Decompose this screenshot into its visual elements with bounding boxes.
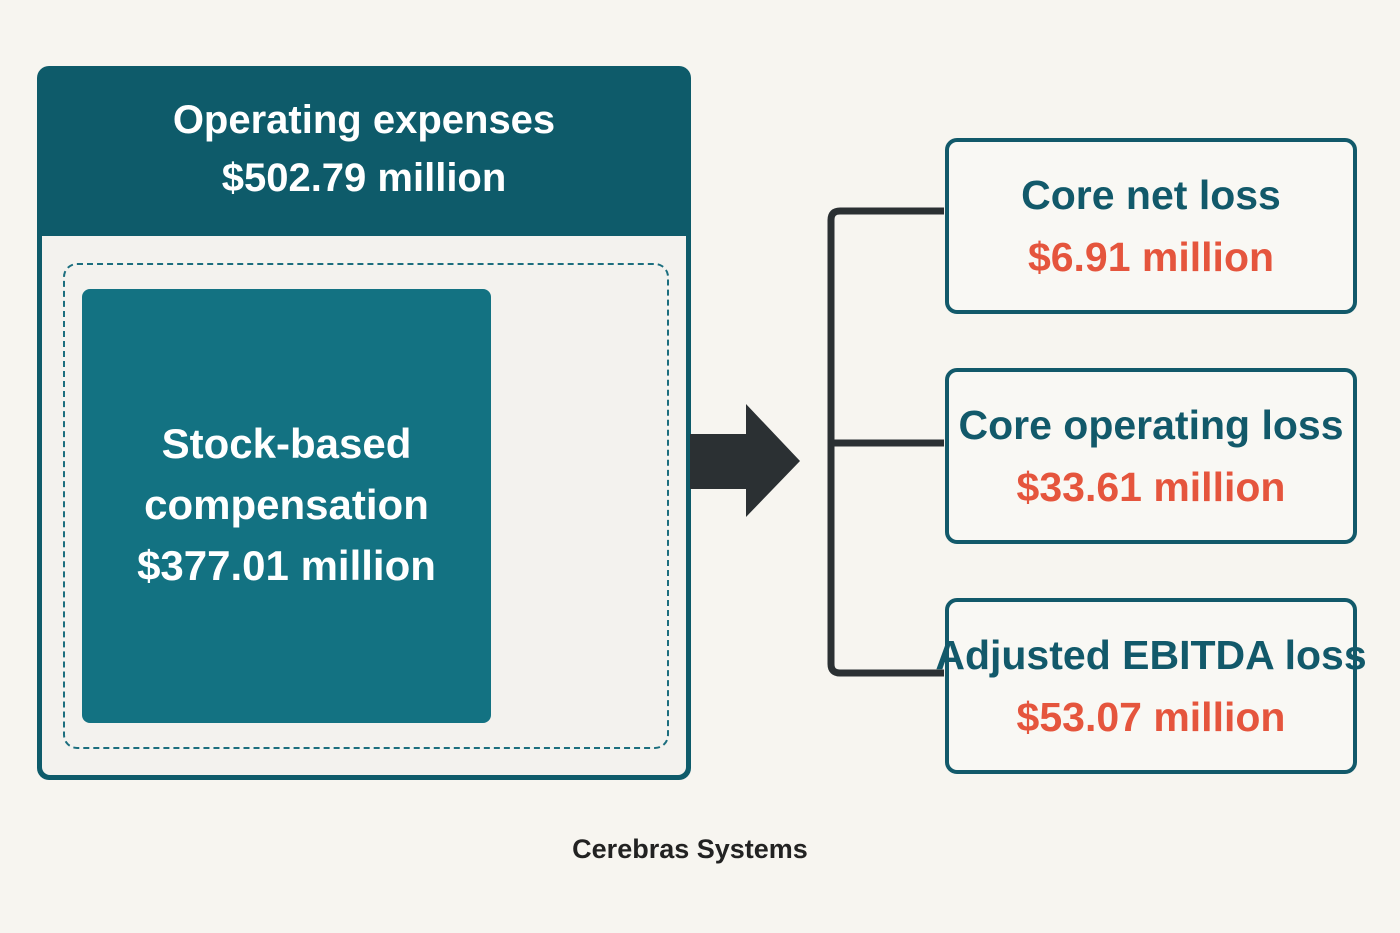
operating-expenses-header: Operating expenses $502.79 million (37, 66, 691, 236)
metric-card-core-operating-loss: Core operating loss $33.61 million (945, 368, 1357, 544)
metric-label: Core net loss (1021, 172, 1281, 218)
sbc-label-line1: Stock-based (161, 419, 412, 467)
company-name: Cerebras Systems (572, 834, 808, 864)
dashed-frame (63, 263, 669, 749)
stock-based-compensation-box: Stock-based compensation $377.01 million (82, 289, 491, 723)
sbc-value: $377.01 million (137, 541, 436, 589)
metric-label: Adjusted EBITDA loss (935, 632, 1367, 678)
operating-expenses-value: $502.79 million (221, 156, 507, 200)
metric-card-core-net-loss: Core net loss $6.91 million (945, 138, 1357, 314)
sbc-label-line2: compensation (144, 480, 429, 528)
right-arrow-icon (690, 404, 800, 517)
metric-card-adjusted-ebitda-loss: Adjusted EBITDA loss $53.07 million (935, 598, 1367, 774)
metric-value: $33.61 million (1016, 464, 1286, 510)
operating-expenses-card: Operating expenses $502.79 million Stock… (37, 66, 691, 780)
operating-expenses-label: Operating expenses (172, 98, 556, 142)
metric-value: $53.07 million (1016, 694, 1286, 740)
bracket-connector (827, 207, 944, 677)
operating-expenses-body: Stock-based compensation $377.01 million (42, 236, 686, 775)
metric-label: Core operating loss (958, 402, 1344, 448)
metric-value: $6.91 million (1027, 234, 1275, 280)
